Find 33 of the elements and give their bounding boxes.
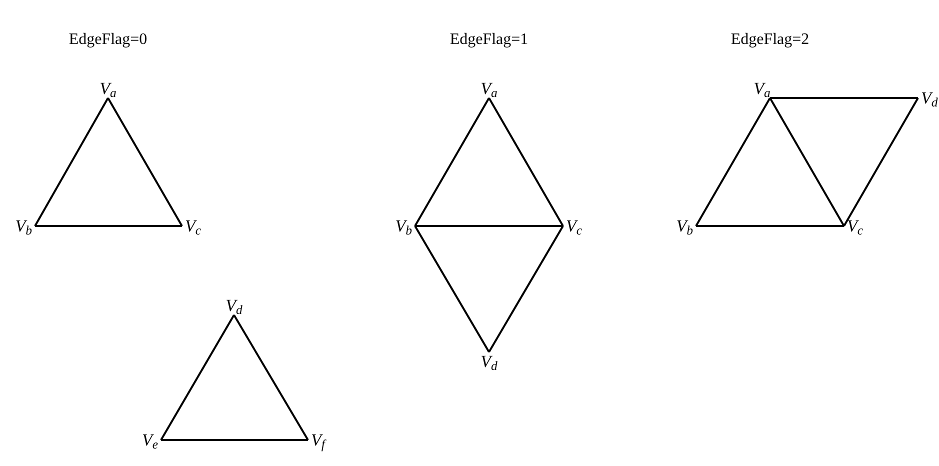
vertex-label: V$_{d}$ — [918, 88, 939, 108]
triangle-edge — [695, 98, 771, 226]
triangle-edge — [414, 226, 490, 352]
triangle-edge — [414, 98, 490, 226]
vertex-label: V$_{b}$ — [673, 216, 696, 236]
triangle-edge — [161, 439, 308, 441]
triangle-edge — [160, 314, 235, 440]
panel-title: EdgeFlag=2 — [730, 30, 810, 50]
vertex-label: V$_{b}$ — [12, 216, 35, 236]
vertex-label: V$_{a}$ — [750, 79, 774, 98]
triangle-edge — [415, 225, 563, 227]
triangle-edge — [488, 98, 564, 226]
triangle-edge — [107, 98, 183, 226]
vertex-label: V$_{c}$ — [844, 216, 866, 236]
triangle-edge — [843, 98, 919, 226]
vertex-label: V$_{c}$ — [182, 216, 204, 236]
triangle-edge — [696, 225, 844, 227]
triangle-edge — [770, 97, 918, 99]
triangle-edge — [769, 98, 845, 226]
vertex-label: V$_{a}$ — [96, 79, 120, 98]
vertex-label: V$_{e}$ — [138, 430, 161, 450]
panel-title: EdgeFlag=1 — [450, 30, 528, 50]
triangle-edge — [35, 225, 182, 227]
vertex-label: V$_{c}$ — [563, 216, 586, 236]
triangle-edge — [34, 98, 109, 226]
triangle-edge — [488, 226, 564, 352]
panel-title: EdgeFlag=0 — [68, 30, 148, 50]
vertex-label: V$_{a}$ — [478, 79, 500, 98]
vertex-label: V$_{f}$ — [308, 430, 328, 450]
vertex-label: V$_{d}$ — [222, 296, 246, 315]
vertex-label: V$_{b}$ — [392, 216, 415, 236]
triangle-edge — [233, 314, 309, 441]
vertex-label: V$_{d}$ — [478, 352, 500, 371]
